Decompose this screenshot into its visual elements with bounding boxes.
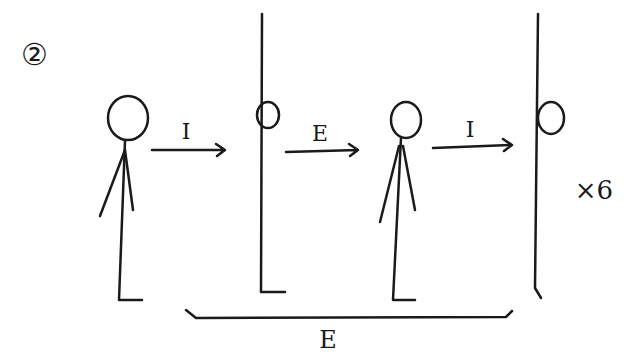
pole-line: [261, 14, 285, 292]
figure-body: [119, 141, 142, 300]
pole-figure: [257, 14, 285, 292]
arrow: [286, 144, 358, 156]
pole-line: [535, 14, 541, 298]
figure-head: [538, 102, 564, 134]
figure-arm: [125, 150, 133, 210]
bracket: [186, 310, 512, 318]
figure-body: [393, 138, 415, 300]
arrow-label: I: [466, 119, 475, 141]
arrow-label: E: [312, 123, 328, 145]
figure-head: [391, 102, 421, 138]
pole-figure: [535, 14, 564, 298]
repeat-count: ×6: [575, 177, 613, 203]
arrow-label: I: [182, 121, 191, 143]
figure-head: [108, 96, 148, 140]
figure-arm: [380, 146, 399, 222]
arrow: [152, 144, 225, 156]
figure-arm: [100, 150, 125, 216]
figure-number: ②: [21, 40, 48, 70]
figure-arm: [403, 146, 415, 210]
bracket-label: E: [319, 328, 337, 352]
standing-figure: [380, 102, 421, 300]
figure-head: [257, 102, 279, 128]
standing-figure: [100, 96, 148, 300]
